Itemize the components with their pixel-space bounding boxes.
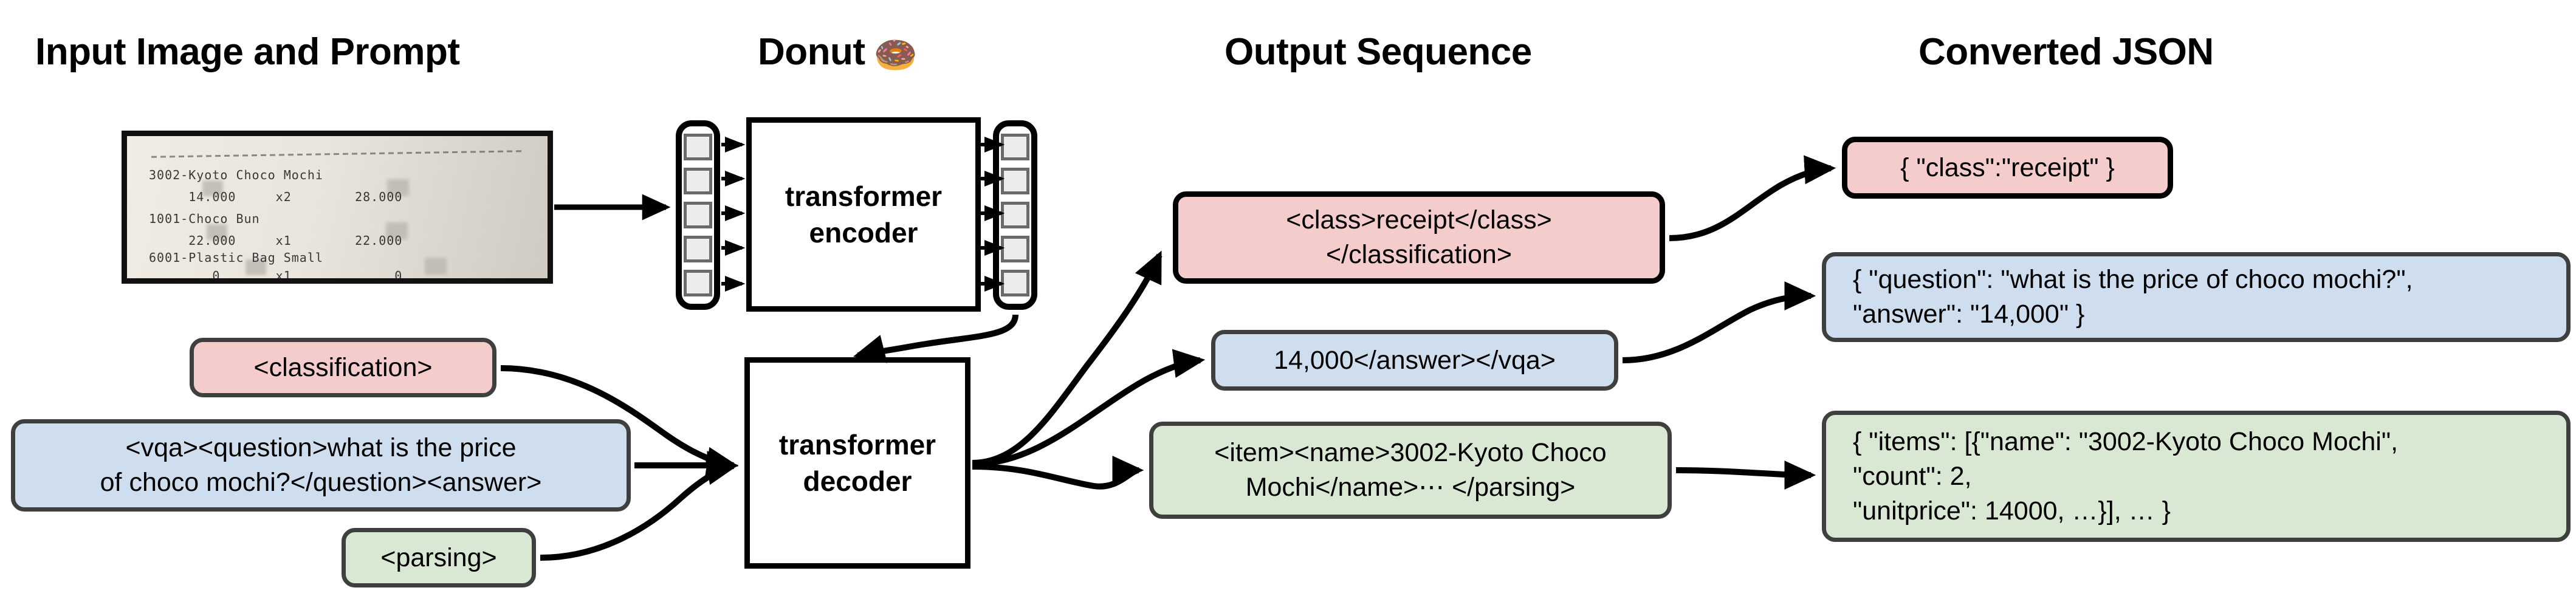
token-cell: [684, 270, 712, 296]
output-parsing-text: <item><name>3002-Kyoto Choco Mochi</name…: [1214, 438, 1607, 502]
column-title-json-text: Converted JSON: [1918, 31, 2214, 73]
json-box-classification: { "class":"receipt" }: [1842, 137, 2173, 199]
arrow-answer-output-to-json: [1622, 281, 1816, 363]
receipt-text-line-3: 1001-Choco Bun: [149, 211, 260, 226]
arrow-parsing-output-to-json: [1675, 461, 1816, 490]
prompt-classification-text: <classification>: [253, 352, 433, 382]
token-cell: [1001, 236, 1029, 262]
column-title-json: Converted JSON: [1918, 33, 2214, 71]
json-vqa-text: { "question": "what is the price of choc…: [1853, 265, 2413, 329]
receipt-divider-bottom: [150, 280, 521, 284]
column-title-output-text: Output Sequence: [1224, 31, 1532, 73]
output-classification-text: <class>receipt</class> </classification>: [1286, 205, 1552, 269]
donut-icon: 🍩: [873, 35, 918, 75]
arrow-decoder-to-parsing-output: [972, 456, 1144, 490]
prompt-box-classification: <classification>: [190, 338, 496, 397]
transformer-encoder-label: transformer encoder: [785, 180, 943, 248]
transformer-encoder-block: transformer encoder: [746, 117, 981, 312]
json-box-parsing: { "items": [{"name": "3002-Kyoto Choco M…: [1822, 411, 2571, 542]
output-box-classification: <class>receipt</class> </classification>: [1173, 191, 1665, 284]
column-title-donut-text: Donut: [758, 31, 865, 73]
token-cell: [1001, 202, 1029, 228]
prompt-parsing-text: <parsing>: [380, 543, 497, 572]
token-cell: [1001, 168, 1029, 194]
token-cell: [684, 168, 712, 194]
receipt-text-line-2: 14.000 x2 28.000: [149, 190, 403, 204]
token-cell: [684, 134, 712, 160]
receipt-paper: [127, 136, 548, 278]
receipt-text-line-6: 0 x1 0: [149, 269, 403, 283]
output-box-parsing: <item><name>3002-Kyoto Choco Mochi</name…: [1149, 422, 1672, 519]
token-cell: [684, 202, 712, 228]
receipt-redaction-3: [207, 224, 227, 240]
json-classification-text: { "class":"receipt" }: [1900, 152, 2115, 182]
column-title-donut: Donut🍩: [758, 31, 918, 75]
receipt-text-line-5: 6001-Plastic Bag Small: [149, 250, 323, 265]
encoder-input-token-strip: [676, 120, 720, 310]
token-cell: [684, 236, 712, 262]
receipt-text-line-4: 22.000 x1 22.000: [149, 233, 403, 248]
json-parsing-text: { "items": [{"name": "3002-Kyoto Choco M…: [1853, 426, 2399, 526]
token-cell: [1001, 270, 1029, 296]
column-title-input: Input Image and Prompt: [35, 33, 460, 71]
receipt-redaction-5: [246, 259, 266, 275]
arrow-encoder-to-decoder: [853, 314, 1018, 363]
receipt-redaction-6: [425, 258, 447, 275]
output-box-answer: 14,000</answer></vqa>: [1211, 330, 1618, 391]
receipt-input-image: 3002-Kyoto Choco Mochi 14.000 x2 28.000 …: [122, 131, 553, 284]
prompt-vqa-text: <vqa><question>what is the price of choc…: [100, 433, 542, 497]
arrow-class-output-to-json: [1669, 155, 1836, 241]
prompt-box-parsing: <parsing>: [342, 528, 536, 587]
receipt-text-line-1: 3002-Kyoto Choco Mochi: [149, 168, 323, 182]
output-answer-text: 14,000</answer></vqa>: [1274, 345, 1556, 375]
receipt-redaction-4: [386, 222, 408, 239]
receipt-redaction-2: [387, 179, 409, 196]
json-box-vqa: { "question": "what is the price of choc…: [1822, 252, 2571, 342]
transformer-decoder-label: transformer decoder: [778, 429, 936, 497]
token-cell: [1001, 134, 1029, 160]
receipt-redaction-1: [202, 180, 223, 196]
prompt-box-vqa: <vqa><question>what is the price of choc…: [11, 419, 631, 512]
transformer-decoder-block: transformer decoder: [744, 357, 970, 569]
column-title-input-text: Input Image and Prompt: [35, 31, 460, 73]
column-title-output: Output Sequence: [1224, 33, 1532, 71]
encoder-output-token-strip: [993, 120, 1037, 310]
